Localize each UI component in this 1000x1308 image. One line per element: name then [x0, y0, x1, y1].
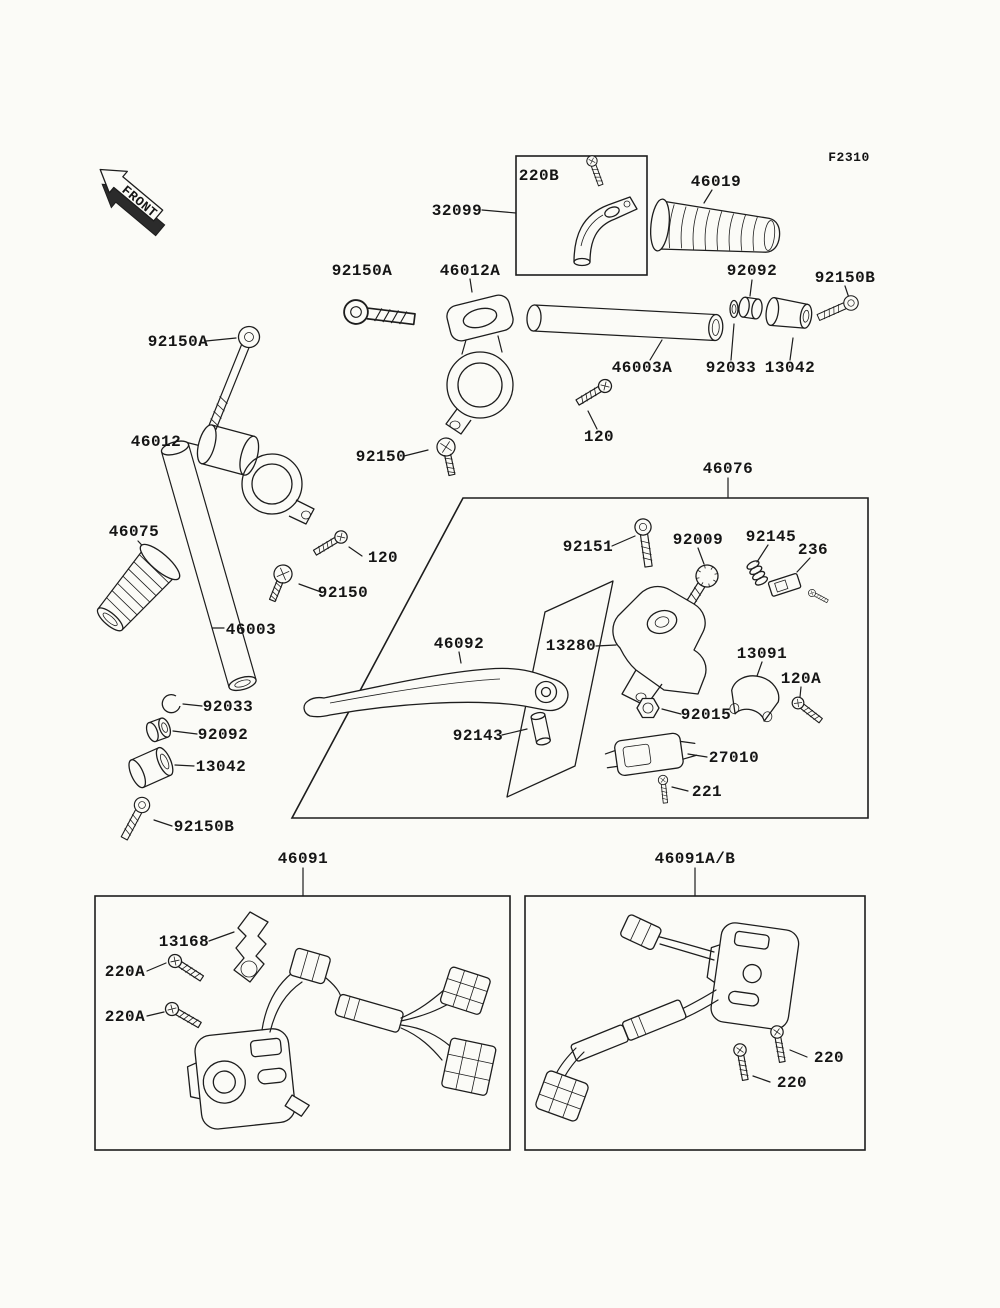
throttle-sub-box: [515, 155, 648, 276]
part-label-236: 236: [798, 541, 828, 559]
part-label-92151: 92151: [563, 538, 614, 556]
part-label-220-2: 220: [777, 1074, 807, 1092]
part-label-92150b-left: 92150B: [174, 818, 235, 836]
part-label-92150b-right: 92150B: [815, 269, 876, 287]
part-label-221: 221: [692, 783, 722, 801]
part-label-120-center: 120: [584, 428, 614, 446]
part-92092-bushing-right: [738, 296, 763, 320]
part-92145-spring: [746, 560, 769, 586]
part-46012a-holder: [445, 294, 514, 435]
part-label-46075: 46075: [109, 523, 160, 541]
bolt-92151-icon: [633, 517, 658, 569]
part-label-92009: 92009: [673, 531, 724, 549]
part-92143-pivot-pin: [530, 711, 551, 746]
part-label-120a: 120A: [781, 670, 821, 688]
bolt-92150a-left-icon: [207, 325, 261, 430]
part-92033-washer-right: [729, 299, 739, 319]
screw-120a-icon: [789, 694, 825, 726]
part-label-220-1: 220: [814, 1049, 844, 1067]
bolt-92150b-left-icon: [116, 794, 153, 843]
part-92092-bushing-left: [145, 717, 172, 743]
part-label-13042-right: 13042: [765, 359, 816, 377]
part-label-92033-left: 92033: [203, 698, 254, 716]
front-direction-arrow: FRONT: [99, 168, 166, 237]
part-46003a-handlebar-right: [526, 304, 724, 342]
part-46003-handlebar-left: [160, 440, 257, 692]
part-label-13091: 13091: [737, 645, 788, 663]
part-46019-throttle-grip: [649, 198, 781, 253]
screw-220a-2-icon: [162, 999, 204, 1032]
part-label-220b: 220B: [519, 167, 559, 185]
part-label-13168: 13168: [159, 933, 210, 951]
part-label-32099: 32099: [432, 202, 483, 220]
part-label-92150a-top: 92150A: [332, 262, 393, 280]
right-switch-housing: [706, 922, 800, 1030]
screw-92150-left-icon: [263, 561, 296, 605]
part-label-92145: 92145: [746, 528, 797, 546]
leader-lines: [137, 189, 850, 1083]
part-13042-cap-right: [765, 296, 813, 329]
screw-220-1-icon: [769, 1024, 789, 1064]
left-switch-housing: [186, 1028, 310, 1130]
part-label-46092: 46092: [434, 635, 485, 653]
screw-120-center-icon: [573, 376, 615, 409]
part-46092-brake-lever: [303, 667, 569, 718]
part-label-46012: 46012: [131, 433, 182, 451]
part-13168-bracket: [233, 911, 269, 983]
screw-120-left-icon: [311, 527, 351, 559]
part-32099-throttle-pipe: [573, 196, 638, 267]
part-label-220a-1: 220A: [105, 963, 145, 981]
part-13280-lever-holder: [612, 585, 707, 707]
part-92009-adjuster: [678, 564, 719, 618]
part-labels: 220B 32099 46019 92150A 46012A 92092 921…: [105, 167, 876, 1092]
left-switch-harness: [261, 947, 497, 1096]
part-label-13042-left: 13042: [196, 758, 247, 776]
part-label-220a-2: 220A: [105, 1008, 145, 1026]
part-label-92092-right: 92092: [727, 262, 778, 280]
part-236-contact-plate: [767, 572, 802, 597]
part-92033-circlip-left: [161, 694, 181, 714]
part-label-46003a: 46003A: [612, 359, 673, 377]
part-label-92150-center: 92150: [356, 448, 407, 466]
fiche-code: F2310: [828, 150, 870, 165]
right-switch-harness: [535, 914, 719, 1122]
part-label-120-left: 120: [368, 549, 398, 567]
screw-220b-icon: [584, 153, 607, 188]
part-13091-clamp: [729, 675, 780, 723]
part-92015-nut: [636, 697, 660, 719]
screw-221-icon: [657, 774, 671, 804]
lever-inner-box: [506, 580, 614, 798]
part-13042-cap-left: [128, 746, 174, 789]
part-label-13280: 13280: [546, 637, 597, 655]
part-27010-brake-switch: [604, 732, 698, 777]
part-46012-holder-left: [196, 424, 315, 525]
part-label-46003: 46003: [226, 621, 277, 639]
screw-220-2-icon: [732, 1042, 752, 1082]
part-label-92150-left: 92150: [318, 584, 369, 602]
screw-220a-1-icon: [165, 951, 207, 985]
part-label-92033-right: 92033: [706, 359, 757, 377]
part-label-46019: 46019: [691, 173, 742, 191]
bolt-92150b-right-icon: [814, 292, 862, 325]
part-label-46076: 46076: [703, 460, 754, 478]
bolt-92150a-top-icon: [341, 297, 417, 332]
screw-92150-center-icon: [434, 435, 462, 478]
part-label-92015: 92015: [681, 706, 732, 724]
part-46075-grip-left: [96, 543, 181, 632]
part-label-46091ab: 46091A/B: [655, 850, 736, 868]
part-label-46091: 46091: [278, 850, 329, 868]
part-label-46012a: 46012A: [440, 262, 501, 280]
screw-236-icon: [806, 587, 830, 605]
part-label-92143: 92143: [453, 727, 504, 745]
part-label-92092-left: 92092: [198, 726, 249, 744]
part-label-92150a-left: 92150A: [148, 333, 209, 351]
part-label-27010: 27010: [709, 749, 760, 767]
